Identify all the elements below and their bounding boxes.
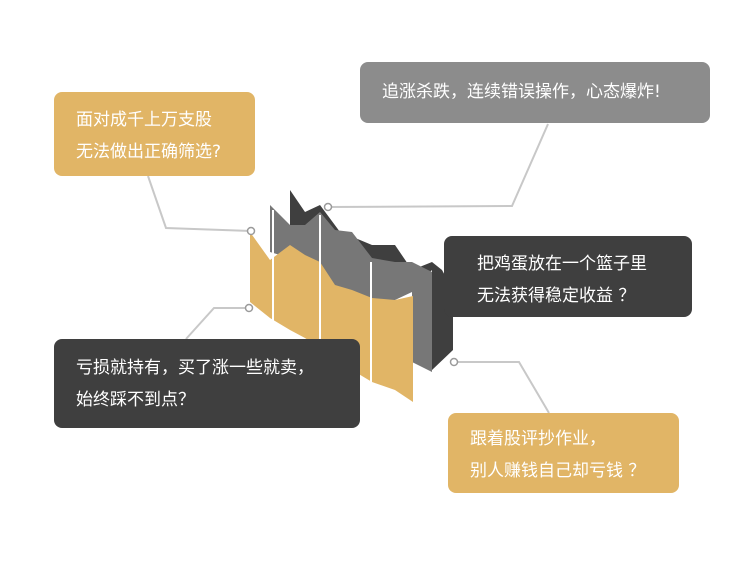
ribbon-grey <box>270 205 432 372</box>
connector-dot <box>246 226 256 236</box>
question-text: 追涨杀跌，连续错误操作，心态爆炸! <box>382 82 661 102</box>
question-text: 亏损就持有，买了涨一些就卖， <box>76 358 314 378</box>
question-text: 无法获得稳定收益 ？ <box>477 286 636 306</box>
connector-dots <box>244 202 459 367</box>
ribbon-gold <box>250 232 413 402</box>
connector-dot <box>449 357 459 367</box>
connector-q1 <box>147 175 252 232</box>
question-box-copying: 跟着股评抄作业， 别人赚钱自己却亏钱 ？ <box>448 413 679 493</box>
question-text: 无法做出正确筛选? <box>76 142 222 162</box>
question-box-timing: 亏损就持有，买了涨一些就卖， 始终踩不到点？ <box>54 339 360 428</box>
question-text: 别人赚钱自己却亏钱 ？ <box>470 461 646 481</box>
question-box-chasing: 追涨杀跌，连续错误操作，心态爆炸! <box>360 62 710 123</box>
connector-dot <box>244 303 254 313</box>
question-text: 跟着股评抄作业， <box>470 429 606 449</box>
connector-dot <box>323 202 333 212</box>
question-text: 面对成千上万支股 <box>76 110 212 130</box>
connectors <box>147 123 550 414</box>
question-box-diversification: 把鸡蛋放在一个篮子里 无法获得稳定收益 ？ <box>444 236 692 317</box>
question-box-stock-selection: 面对成千上万支股 无法做出正确筛选? <box>54 92 255 176</box>
connector-q2 <box>327 123 549 208</box>
question-text: 把鸡蛋放在一个篮子里 <box>477 254 647 274</box>
connector-q4 <box>185 307 249 340</box>
question-text: 始终踩不到点？ <box>76 390 195 410</box>
connector-q5 <box>454 361 550 414</box>
